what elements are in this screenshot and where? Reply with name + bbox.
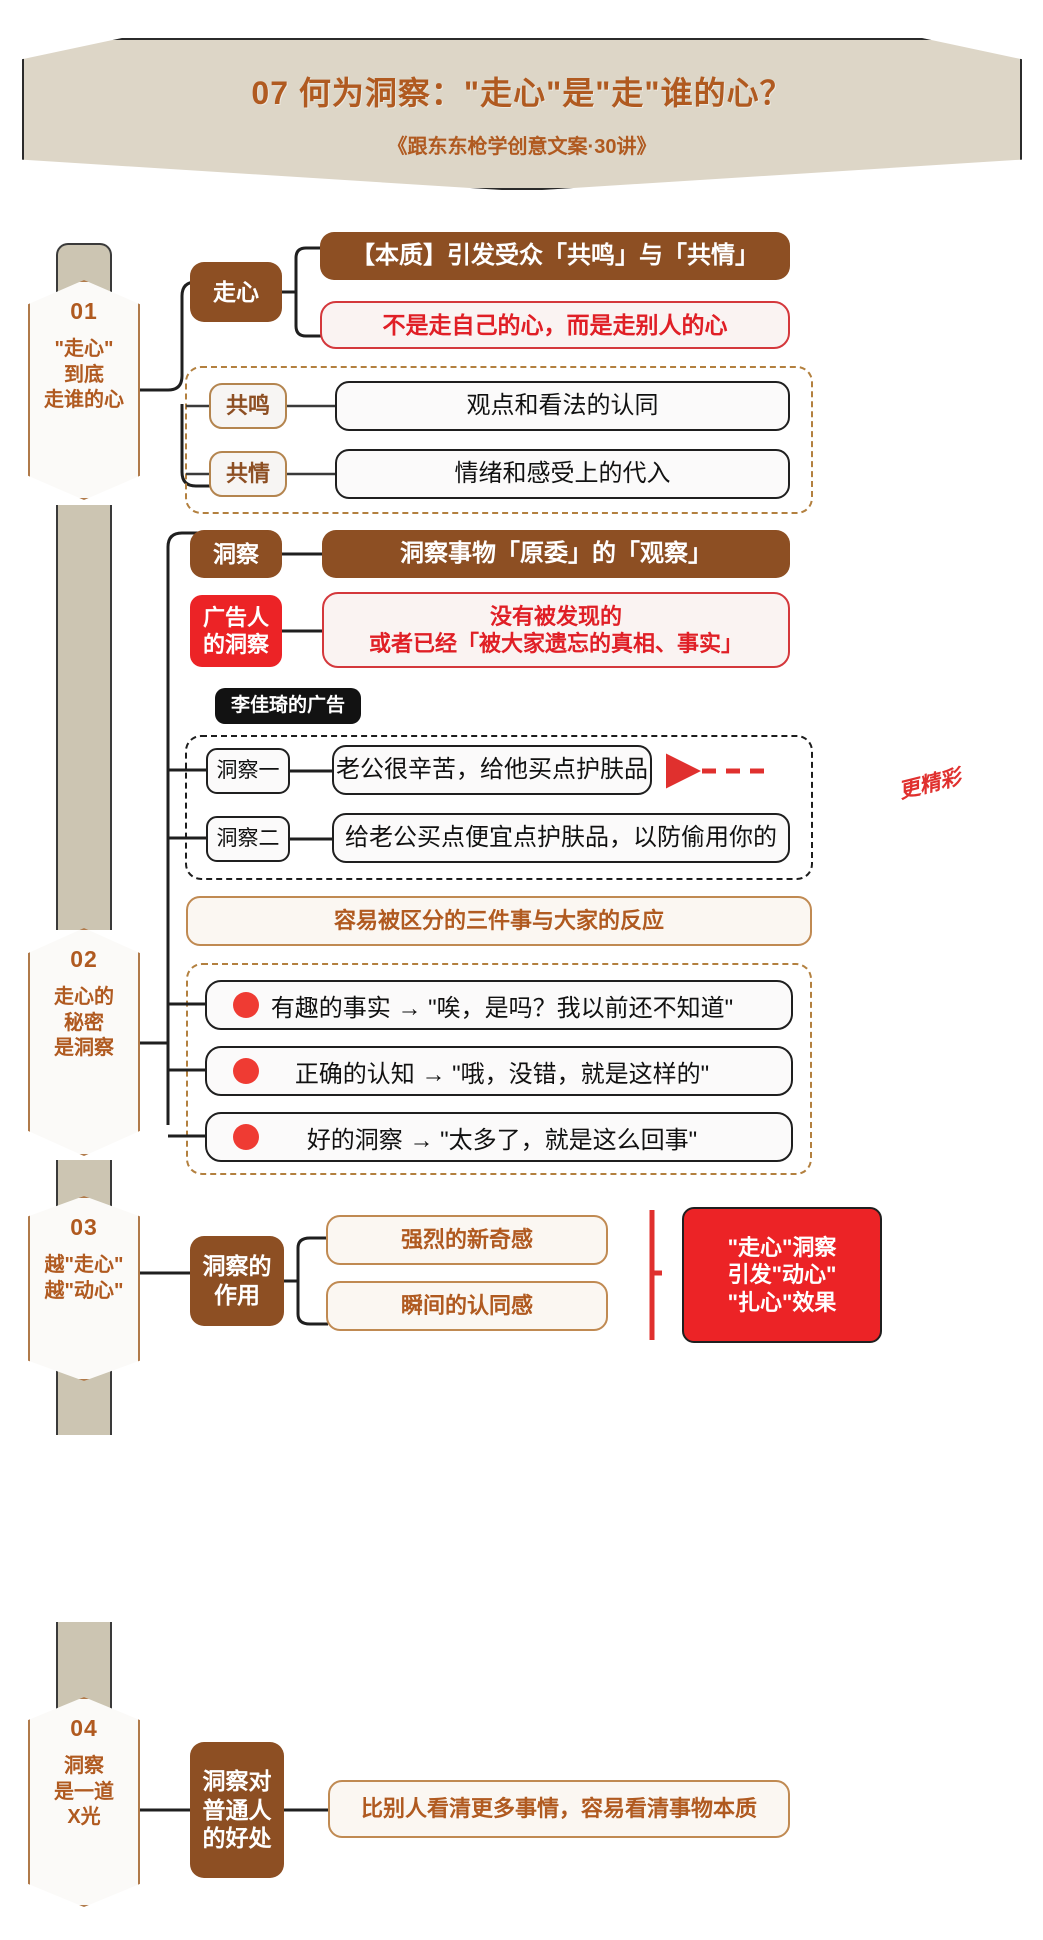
section-label: 越"走心" 越"动心" [44,1254,124,1302]
text-advertiser-insight[interactable]: 没有被发现的 或者已经「被大家遗忘的真相、事实」 [322,592,790,668]
highlight-box-zouxin[interactable]: 不是走自己的心，而是走别人的心 [320,301,790,349]
bullet-dot-icon [233,1124,259,1150]
header-banner: 07 何为洞察："走心"是"走"谁的心？ 《跟东东枪学创意文案·30讲》 [22,38,1022,190]
tag-gongming[interactable]: 共鸣 [209,383,287,429]
bullet-row-3[interactable]: 好的洞察 → "太多了，就是这么回事" [205,1112,793,1162]
section-badge-04[interactable]: 04 洞察 是一道 X光 [28,1697,140,1907]
tag-case-1[interactable]: 洞察一 [206,748,290,794]
text-gongming[interactable]: 观点和看法的认同 [335,381,790,431]
spine-segment-1-2 [56,505,112,930]
key-pill-advertiser-insight[interactable]: 广告人 的洞察 [190,595,282,667]
bullet-text: 好的洞察 → "太多了，就是这么回事" [306,1126,698,1154]
connector-zouxin-branch [282,242,324,352]
text-case-2[interactable]: 给老公买点便宜点护肤品，以防偷用你的 [332,813,790,863]
bullet-dot-icon [233,1058,259,1084]
effect-box-2[interactable]: 瞬间的认同感 [326,1281,608,1331]
connector-02-trunk [140,525,200,1145]
key-pill-zouxin[interactable]: 走心 [190,262,282,322]
connector-resonance-branch [186,382,212,496]
connector-cases-branch [168,750,212,860]
section-label: "走心" 到底 走谁的心 [44,338,124,412]
effect-box-1[interactable]: 强烈的新奇感 [326,1215,608,1265]
dashgroup-resonance [185,366,813,514]
connector-gongming [287,404,335,408]
red-bracket [648,1210,662,1340]
page-subtitle: 《跟东东枪学创意文案·30讲》 [387,136,657,158]
connector-insight-effects [284,1228,328,1342]
tag-case-2[interactable]: 洞察二 [206,816,290,862]
text-gongqing[interactable]: 情绪和感受上的代入 [335,449,790,499]
section-badge-02[interactable]: 02 走心的 秘密 是洞察 [28,928,140,1156]
bullet-row-1[interactable]: 有趣的事实 → "唉，是吗？我以前还不知道" [205,980,793,1030]
bullet-dot-icon [233,992,259,1018]
connector-dongcha-def [282,552,322,556]
connector-benefit [284,1805,328,1815]
connector-gongqing [287,472,335,476]
section-label: 走心的 秘密 是洞察 [54,986,114,1060]
benefit-box[interactable]: 比别人看清更多事情，容易看清事物本质 [328,1780,790,1838]
key-pill-dongcha[interactable]: 洞察 [190,530,282,578]
tag-gongqing[interactable]: 共情 [209,451,287,497]
bullet-row-2[interactable]: 正确的认知 → "哦，没错，就是这样的" [205,1046,793,1096]
case-tab-lijiaqi[interactable]: 李佳琦的广告 [215,688,361,724]
result-box-zouxin-effect[interactable]: "走心"洞察 引发"动心" "扎心"效果 [682,1207,882,1343]
def-banner-dongcha[interactable]: 洞察事物「原委」的「观察」 [322,530,790,578]
annotation-label-more-exciting: 更精彩 [896,765,964,804]
bullet-text: 正确的认知 → "哦，没错，就是这样的" [294,1060,710,1088]
key-pill-ordinary-benefit[interactable]: 洞察对 普通人 的好处 [190,1742,284,1878]
page-title: 07 何为洞察："走心"是"走"谁的心？ [251,75,793,111]
connector-case-1 [290,769,332,773]
connector-03-trunk [140,1268,192,1278]
text-case-1[interactable]: 老公很辛苦，给他买点护肤品 [332,745,652,795]
connector-advertiser-insight [282,629,322,633]
essence-banner[interactable]: 【本质】引发受众「共鸣」与「共情」 [320,232,790,280]
section-number: 04 [70,1715,98,1741]
key-pill-insight-function[interactable]: 洞察的 作用 [190,1236,284,1326]
section-badge-01[interactable]: 01 "走心" 到底 走谁的心 [28,280,140,500]
dashgroup-cases [185,735,813,880]
section-number: 03 [70,1214,98,1240]
banner-three-things-title[interactable]: 容易被区分的三件事与大家的反应 [186,896,812,946]
connector-case-2 [290,837,332,841]
section-badge-03[interactable]: 03 越"走心" 越"动心" [28,1196,140,1381]
section-number: 02 [70,946,98,972]
section-number: 01 [70,298,98,324]
section-label: 洞察 是一道 X光 [54,1755,114,1829]
bullet-text: 有趣的事实 → "唉，是吗？我以前还不知道" [270,994,734,1022]
connector-04-trunk [140,1805,192,1815]
